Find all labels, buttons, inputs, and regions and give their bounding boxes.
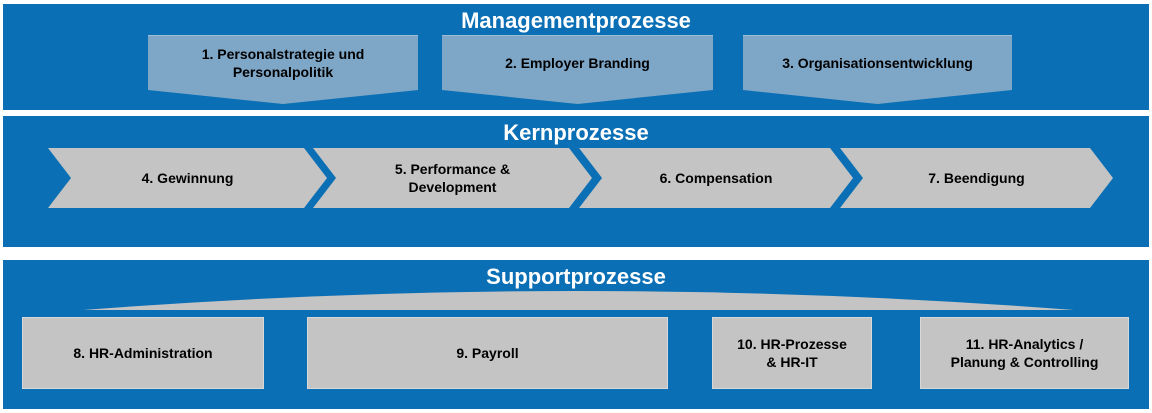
management-process-2: 2. Employer Branding [442, 35, 713, 104]
support-process-9: 9. Payroll [307, 317, 668, 389]
core-process-arrow-6-label: 6. Compensation [659, 170, 773, 186]
support-process-10-label: 10. HR-Prozesse & HR-IT [737, 336, 847, 370]
management-process-3: 3. Organisationsentwicklung [743, 35, 1012, 104]
support-process-9-label: 9. Payroll [456, 345, 519, 361]
core-band-title: Kernprozesse [503, 120, 649, 145]
core-process-arrow-5-label: 5. Performance & Development [394, 161, 511, 195]
management-process-3-label: 3. Organisationsentwicklung [782, 55, 973, 71]
support-band-title: Supportprozesse [486, 264, 666, 289]
core-process-arrow-7: 7. Beendigung [840, 148, 1113, 208]
management-band: Managementprozesse 1. Personalstrategie … [3, 4, 1149, 110]
core-band: Kernprozesse 4. Gewinnung 5. Performance… [3, 116, 1149, 247]
support-process-11: 11. HR-Analytics / Planung & Controlling [920, 317, 1129, 389]
management-process-1-label: 1. Personalstrategie und Personalpolitik [201, 46, 365, 80]
support-process-11-label: 11. HR-Analytics / Planung & Controlling [950, 336, 1099, 370]
support-process-8-label: 8. HR-Administration [73, 345, 213, 361]
support-band: Supportprozesse 8. HR-Administration 9. … [3, 260, 1149, 409]
core-process-arrow-7-label: 7. Beendigung [928, 170, 1025, 186]
support-process-8: 8. HR-Administration [22, 317, 264, 389]
management-process-1: 1. Personalstrategie und Personalpolitik [148, 35, 418, 104]
core-process-arrow-4-label: 4. Gewinnung [141, 170, 234, 186]
core-process-arrow-6: 6. Compensation [579, 148, 853, 208]
support-process-10: 10. HR-Prozesse & HR-IT [712, 317, 872, 389]
core-process-arrow-4: 4. Gewinnung [48, 148, 327, 208]
management-band-title: Managementprozesse [461, 8, 691, 33]
core-process-arrow-5: 5. Performance & Development [313, 148, 592, 208]
management-process-2-label: 2. Employer Branding [505, 55, 650, 71]
